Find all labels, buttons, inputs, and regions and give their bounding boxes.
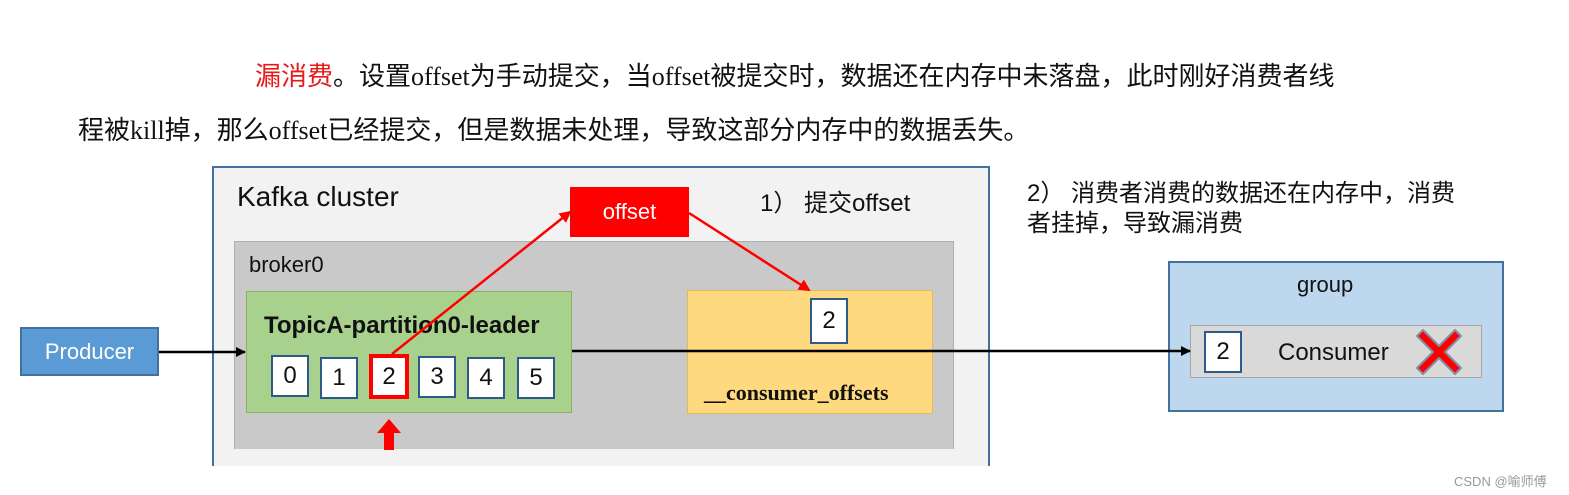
cross-icon [1416,329,1462,375]
partition-cell-2-highlighted: 2 [369,354,409,399]
consumer-offsets-label: __consumer_offsets [704,380,889,405]
broker-label: broker0 [249,252,324,277]
group-label: group [1297,272,1354,297]
partition-cell-4: 4 [467,357,505,399]
partition-cell-3: 3 [418,356,456,398]
partition-cell-0: 0 [271,355,309,397]
paragraph-line-1-text: 。设置offset为手动提交，当offset被提交时，数据还在内存中未落盘，此时… [333,62,1335,91]
offset-to-consumer-offsets-arrow [688,211,811,292]
up-arrow-icon [377,419,401,450]
cell-to-offset-arrow [391,210,572,355]
paragraph-highlight: 漏消费 [255,62,334,91]
partition-cell-1: 1 [320,357,358,399]
paragraph-line-1: 漏消费。设置offset为手动提交，当offset被提交时，数据还在内存中未落盘… [255,56,1334,93]
step2-line-2: 者挂掉，导致漏消费 [1027,210,1243,237]
partition-cell-5: 5 [517,357,555,399]
consumer-label: Consumer [1278,339,1389,366]
watermark: CSDN @喻师傅 [1454,474,1547,489]
partition-label: TopicA-partition0-leader [264,312,540,339]
producer-box: Producer [20,327,159,376]
consumer-cell: 2 [1204,331,1242,373]
consumer-offsets-value: 2 [810,298,848,344]
paragraph-line-2: 程被kill掉，那么offset已经提交，但是数据未处理，导致这部分内存中的数据… [78,116,1030,145]
step2-line-1: 2） 消费者消费的数据还在内存中，消费 [1027,180,1456,207]
step1-label: 1） 提交offset [760,190,911,217]
offset-box: offset [570,187,689,237]
cluster-label: Kafka cluster [237,181,399,212]
